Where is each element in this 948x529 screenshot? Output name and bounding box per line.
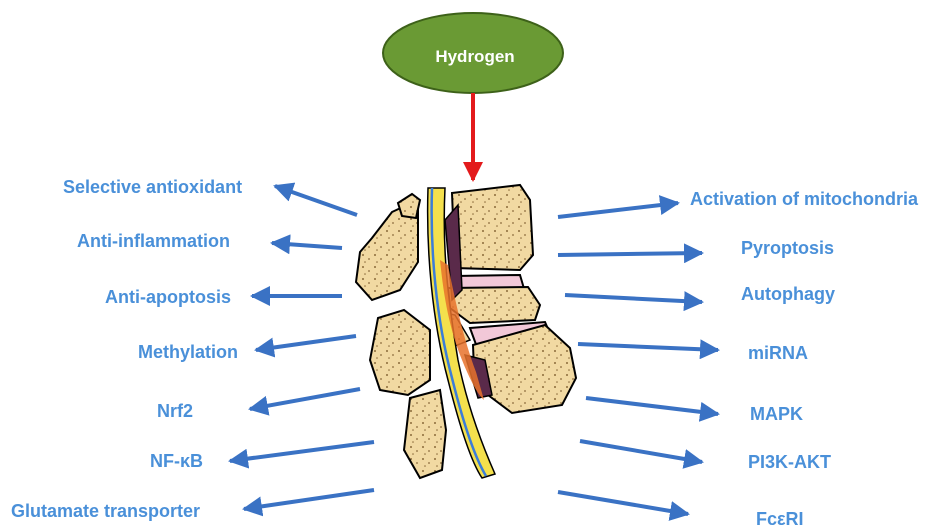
effect-mirna: miRNA xyxy=(748,344,808,362)
effect-glutamate-transporter: Glutamate transporter xyxy=(11,502,200,520)
effect-pyroptosis: Pyroptosis xyxy=(741,239,834,257)
arrow-anti-inflammation xyxy=(272,243,342,248)
effect-anti-inflammation: Anti-inflammation xyxy=(77,232,230,250)
left-arrows xyxy=(230,186,374,509)
arrow-selective-antioxidant xyxy=(275,186,357,215)
arrow-fceri xyxy=(558,492,688,514)
arrow-autophagy xyxy=(565,295,702,302)
effect-nf-kb: NF-κB xyxy=(150,452,203,470)
arrow-mirna xyxy=(578,344,718,350)
arrow-glutamate-transporter xyxy=(244,490,374,509)
effect-activation-of-mitochondria: Activation of mitochondria xyxy=(690,190,918,208)
arrow-nrf2 xyxy=(250,389,360,409)
arrow-nf-kb xyxy=(230,442,374,461)
arrow-pi3k-akt xyxy=(580,441,702,462)
hydrogen-label: Hydrogen xyxy=(420,47,530,67)
right-arrows xyxy=(558,203,718,514)
arrow-mapk xyxy=(586,398,718,414)
effect-selective-antioxidant: Selective antioxidant xyxy=(63,178,242,196)
spine-illustration-icon xyxy=(356,185,576,478)
effect-anti-apoptosis: Anti-apoptosis xyxy=(105,288,231,306)
effect-autophagy: Autophagy xyxy=(741,285,835,303)
effect-nrf2: Nrf2 xyxy=(157,402,193,420)
effect-methylation: Methylation xyxy=(138,343,238,361)
effect-pi3k-akt: PI3K-AKT xyxy=(748,453,831,471)
arrow-activation-of-mitochondria xyxy=(558,203,678,217)
effect-fceri: FcεRI xyxy=(756,510,804,528)
arrow-methylation xyxy=(256,336,356,350)
effect-mapk: MAPK xyxy=(750,405,803,423)
arrow-pyroptosis xyxy=(558,253,702,255)
